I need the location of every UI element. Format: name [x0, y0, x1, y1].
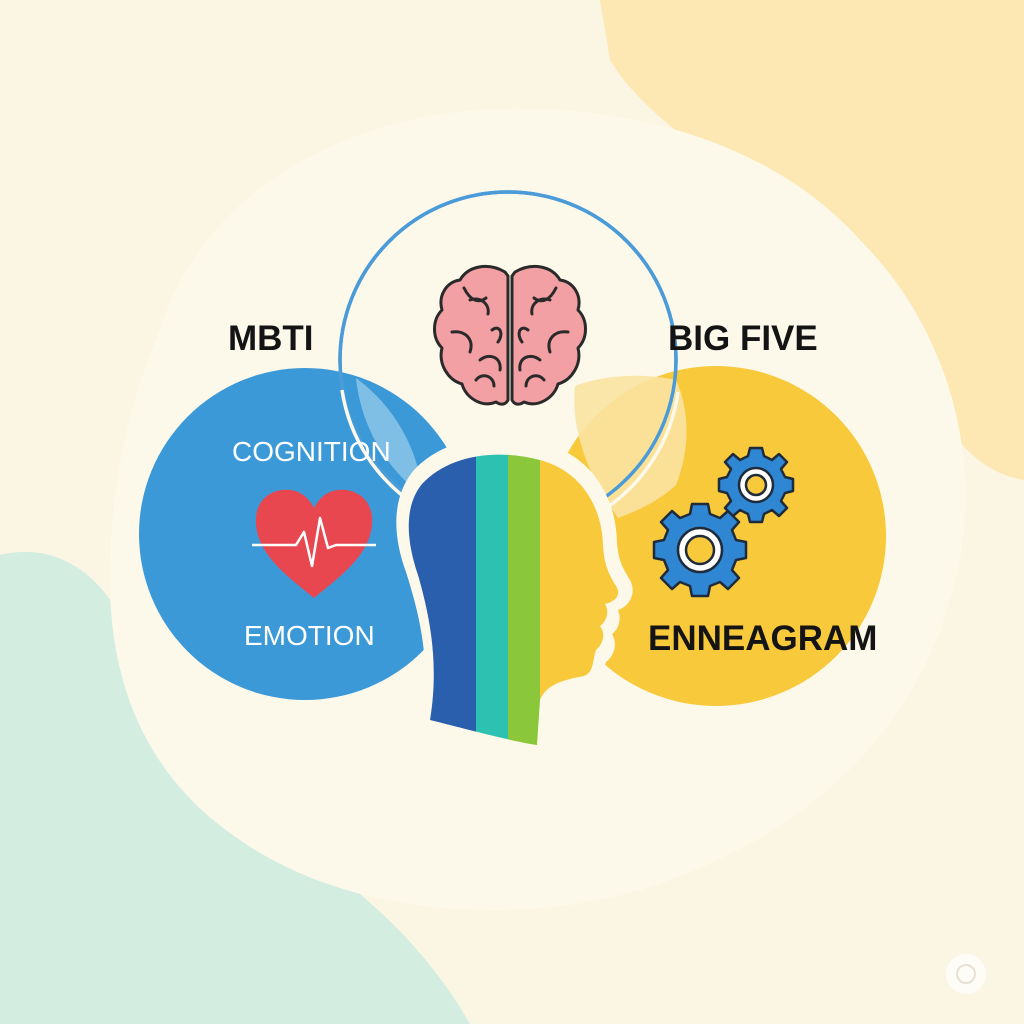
- cognition-label: COGNITION: [232, 436, 391, 467]
- mbti-label: MBTI: [228, 319, 314, 358]
- top-circle-arc-over-yellow: [599, 391, 680, 514]
- heart-pulse-icon: [252, 489, 376, 598]
- blue-overlap-lens: [356, 378, 423, 496]
- large-gear-icon: [652, 502, 748, 598]
- big-five-label: BIG FIVE: [668, 319, 818, 358]
- gears-icon: [652, 446, 795, 598]
- enneagram-label: ENNEAGRAM: [648, 619, 877, 658]
- small-gear-icon: [717, 446, 795, 524]
- yellow-overlap-region: [574, 375, 687, 518]
- emotion-label: EMOTION: [244, 620, 375, 651]
- badge-icon: [946, 954, 986, 994]
- brain-icon: [433, 264, 587, 406]
- background-blob-mint: [0, 551, 470, 1024]
